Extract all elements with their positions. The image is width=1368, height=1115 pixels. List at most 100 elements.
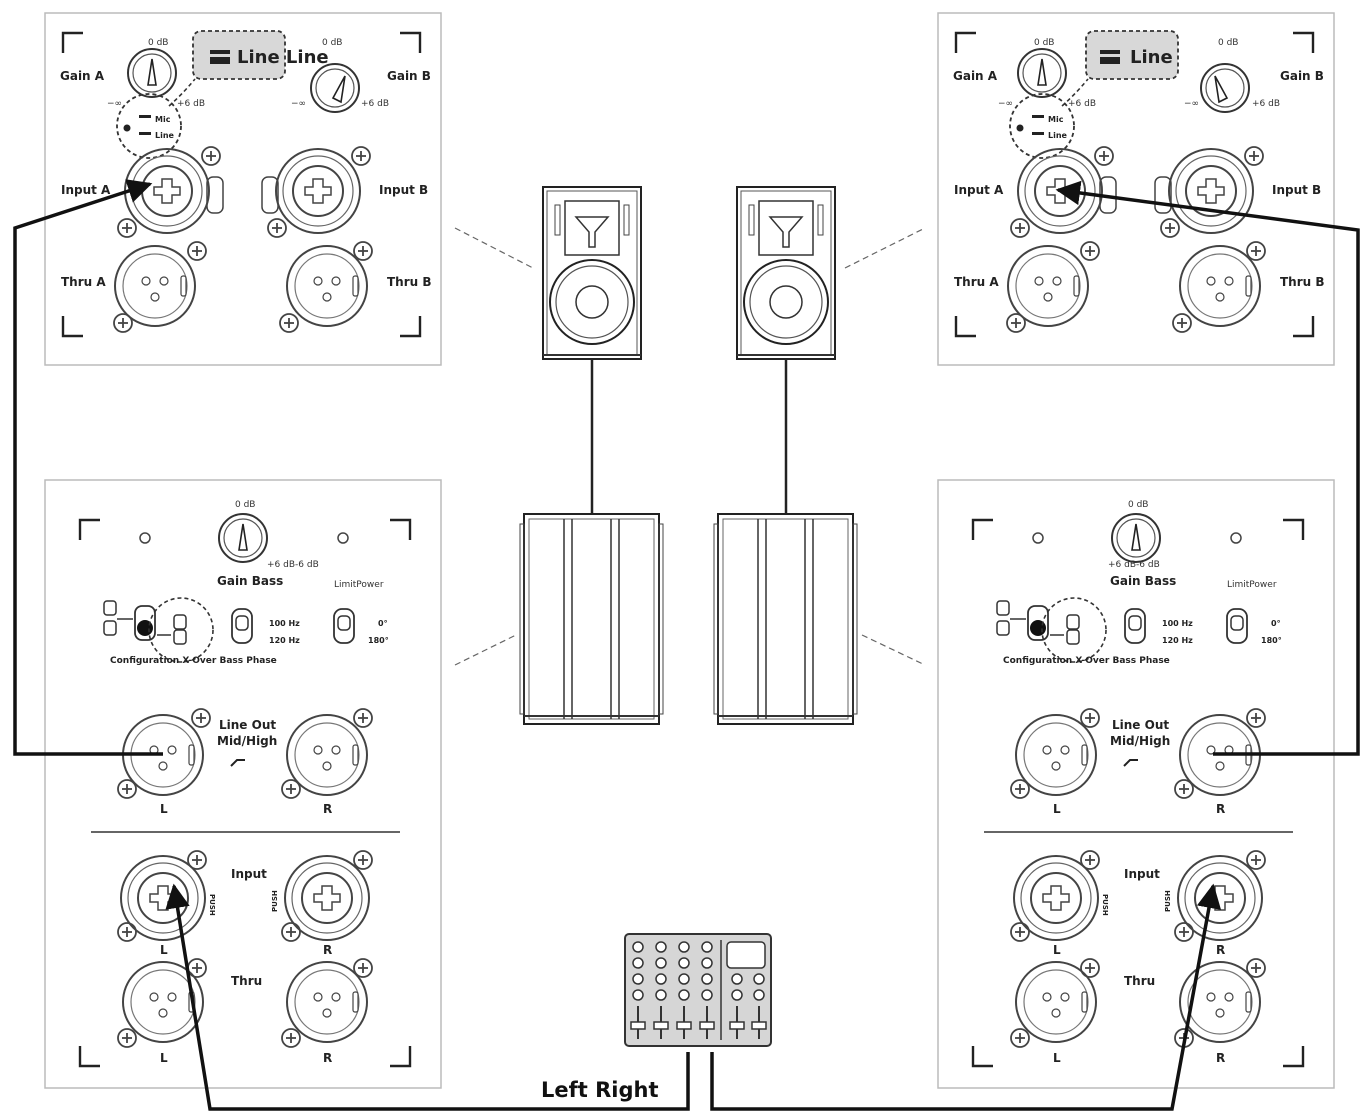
thru-a-label: Thru A bbox=[61, 275, 106, 289]
input-l-label: L bbox=[160, 943, 168, 957]
line-out-r-label: R bbox=[323, 802, 332, 816]
input-b-label: Input B bbox=[379, 183, 428, 197]
push-left-label: PUSH bbox=[1101, 894, 1109, 916]
gain-b-label: Gain B bbox=[387, 69, 431, 83]
left-subwoofer bbox=[519, 513, 664, 725]
phase-0-label: 0° bbox=[378, 619, 388, 628]
gain-bass-label: Gain Bass bbox=[1110, 574, 1176, 588]
thru-l-label: L bbox=[1053, 1051, 1061, 1065]
xover-100hz-label: 100 Hz bbox=[269, 619, 300, 628]
phase-180-label: 180° bbox=[368, 636, 389, 645]
line-out-r-label: R bbox=[1216, 802, 1225, 816]
bottom-right-sub-panel: 0 dB +6 dB-6 dB Gain Bass LimitPower 100… bbox=[937, 479, 1335, 1089]
gain-a-min-label: −∞ bbox=[998, 99, 1013, 109]
mixer-right-cable bbox=[710, 883, 1222, 1111]
gain-b-0db-label: 0 dB bbox=[322, 38, 342, 48]
leader-lines bbox=[454, 227, 926, 666]
configuration-label: Configuration X-Over Bass Phase bbox=[110, 656, 277, 666]
line-label: Line bbox=[155, 131, 175, 140]
bottom-left-sub-panel: 0 dB +6 dB-6 dB Gain Bass LimitPower 100… bbox=[44, 479, 442, 1089]
mic-line-selector[interactable]: Mic Line bbox=[116, 93, 182, 159]
phase-180-label: 180° bbox=[1261, 636, 1282, 645]
xover-100hz-label: 100 Hz bbox=[1162, 619, 1193, 628]
mixer-left-cable bbox=[165, 883, 690, 1111]
gain-b-label: Gain B bbox=[1280, 69, 1324, 83]
mixer-output-label: Left Right bbox=[541, 1078, 659, 1102]
right-speaker-stack bbox=[713, 186, 858, 725]
input-b-label: Input B bbox=[1272, 183, 1321, 197]
gain-b-min-label: −∞ bbox=[1184, 99, 1199, 109]
input-a-label: Input A bbox=[954, 183, 1004, 197]
mid-high-label: Mid/High bbox=[1110, 734, 1170, 748]
switch-display-text: Line bbox=[1130, 47, 1173, 68]
line-out-label: Line Out bbox=[1112, 718, 1169, 732]
gain-bass-knob[interactable] bbox=[218, 513, 268, 563]
line-out-label: Line Out bbox=[219, 718, 276, 732]
signal-cables bbox=[13, 179, 1360, 1111]
mic-label: Mic bbox=[155, 115, 171, 124]
limit-power-label: LimitPower bbox=[1227, 580, 1277, 590]
xover-120hz-label: 120 Hz bbox=[1162, 636, 1193, 645]
thru-label: Thru bbox=[231, 974, 262, 988]
thru-l-label: L bbox=[160, 1051, 168, 1065]
push-left-label: PUSH bbox=[208, 894, 216, 916]
mic-line-switch-display[interactable]: Line bbox=[1085, 30, 1179, 80]
right-link-cable bbox=[1055, 180, 1360, 756]
phase-0-label: 0° bbox=[1271, 619, 1281, 628]
gain-bass-label: Gain Bass bbox=[217, 574, 283, 588]
push-right-label: PUSH bbox=[271, 890, 279, 912]
left-speaker-stack bbox=[519, 186, 664, 725]
gain-bass-0db-label: 0 dB bbox=[1128, 500, 1148, 510]
input-label: Input bbox=[231, 867, 267, 881]
mid-high-label: Mid/High bbox=[217, 734, 277, 748]
line-out-l-label: L bbox=[1053, 802, 1061, 816]
gain-b-0db-label: 0 dB bbox=[1218, 38, 1238, 48]
input-a-label: Input A bbox=[61, 183, 111, 197]
configuration-switch[interactable] bbox=[103, 597, 214, 663]
gain-bass-range-label: +6 dB-6 dB bbox=[1108, 560, 1160, 570]
thru-a-label: Thru A bbox=[954, 275, 999, 289]
gain-a-max-label: +6 dB bbox=[1068, 99, 1096, 109]
thru-b-label: Thru B bbox=[387, 275, 432, 289]
mixer[interactable] bbox=[624, 933, 772, 1047]
push-right-label: PUSH bbox=[1164, 890, 1172, 912]
gain-a-label: Gain A bbox=[60, 69, 105, 83]
mic-label: Mic bbox=[1048, 115, 1064, 124]
configuration-switch[interactable] bbox=[996, 597, 1107, 663]
input-label: Input bbox=[1124, 867, 1160, 881]
gain-a-min-label: −∞ bbox=[107, 99, 122, 109]
left-top-speaker bbox=[542, 186, 642, 360]
input-b-combo-jack[interactable] bbox=[1154, 148, 1254, 234]
gain-a-max-label: +6 dB bbox=[177, 99, 205, 109]
gain-a-0db-label: 0 dB bbox=[148, 38, 168, 48]
input-l-label: L bbox=[1053, 943, 1061, 957]
left-link-cable bbox=[13, 179, 163, 756]
input-a-combo-jack[interactable] bbox=[124, 148, 224, 234]
configuration-label: Configuration X-Over Bass Phase bbox=[1003, 656, 1170, 666]
right-top-speaker bbox=[736, 186, 836, 360]
gain-bass-0db-label: 0 dB bbox=[235, 500, 255, 510]
right-subwoofer bbox=[713, 513, 858, 725]
gain-b-max-label: +6 dB bbox=[361, 99, 389, 109]
gain-a-0db-label: 0 dB bbox=[1034, 38, 1054, 48]
gain-a-knob[interactable] bbox=[1017, 48, 1067, 98]
gain-bass-knob[interactable] bbox=[1111, 513, 1161, 563]
limit-power-label: LimitPower bbox=[334, 580, 384, 590]
gain-b-knob[interactable] bbox=[1200, 63, 1250, 113]
gain-a-knob[interactable] bbox=[127, 48, 177, 98]
line-out-l-label: L bbox=[160, 802, 168, 816]
mic-line-selector[interactable]: Mic Line bbox=[1009, 93, 1075, 159]
gain-bass-range-label: +6 dB-6 dB bbox=[267, 560, 319, 570]
thru-r-label: R bbox=[1216, 1051, 1225, 1065]
input-r-label: R bbox=[1216, 943, 1225, 957]
top-right-input-panel: Line 0 dB Gain A −∞ +6 dB 0 dB Gain B −∞… bbox=[937, 12, 1335, 366]
xover-120hz-label: 120 Hz bbox=[269, 636, 300, 645]
line-label: Line bbox=[1048, 131, 1068, 140]
thru-label: Thru bbox=[1124, 974, 1155, 988]
mic-line-switch-display[interactable]: Line Line bbox=[192, 30, 329, 80]
thru-b-label: Thru B bbox=[1280, 275, 1325, 289]
gain-b-knob[interactable] bbox=[310, 63, 360, 113]
input-b-combo-jack[interactable] bbox=[261, 148, 361, 234]
switch-display-text: Line Line bbox=[237, 47, 329, 68]
